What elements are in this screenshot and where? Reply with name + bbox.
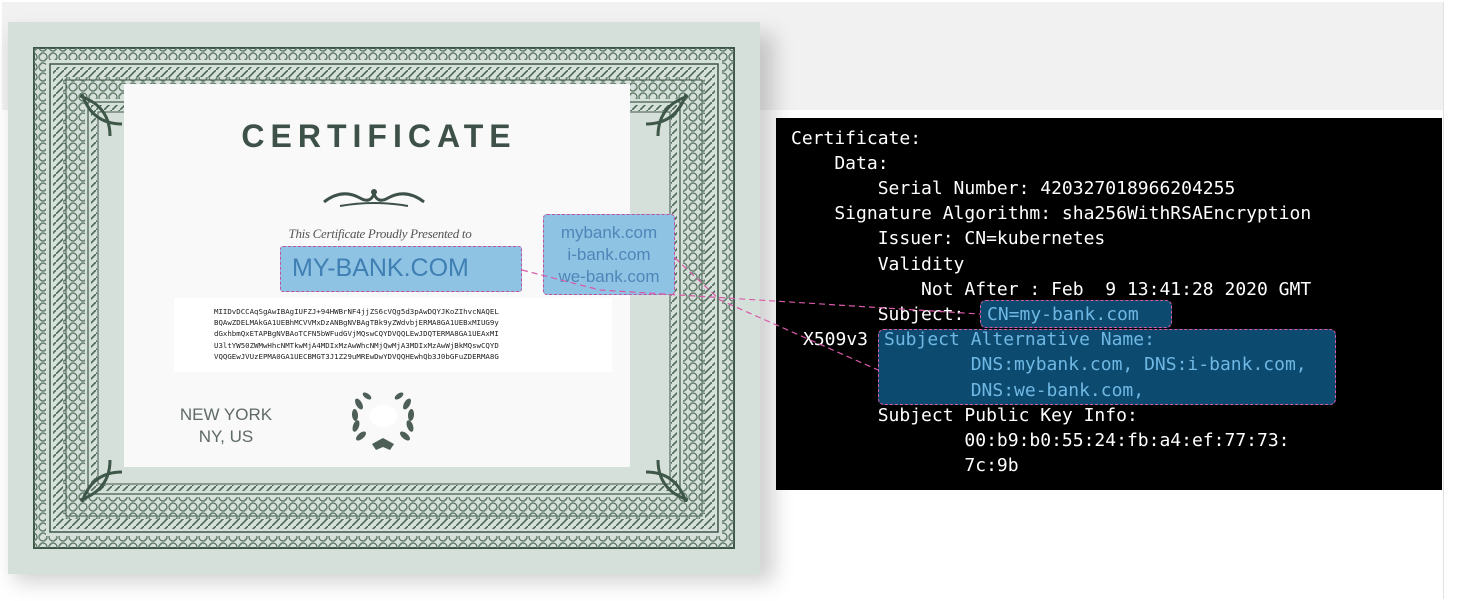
terminal-line: Not After : Feb 9 13:41:28 2020 GMT bbox=[791, 279, 1312, 300]
ornament-divider-icon bbox=[323, 189, 425, 207]
terminal-line: Issuer: CN=kubernetes bbox=[791, 228, 1106, 249]
presented-text: This Certificate Proudly Presented to bbox=[288, 226, 472, 241]
terminal-line: Validity bbox=[791, 254, 965, 275]
x509-label: X509v3 bbox=[803, 329, 869, 350]
key-line: dGxhbmQxETAPBgNVBAoTCFN5bWFudGVjMQswCQYD… bbox=[214, 329, 499, 338]
subject-value: CN=my-bank.com bbox=[987, 304, 1139, 325]
terminal-line: Certificate: bbox=[791, 128, 922, 149]
san-line: DNS:mybank.com, DNS:i-bank.com, bbox=[884, 354, 1307, 375]
terminal-line: 00:b9:b0:55:24:fb:a4:ef:77:73: bbox=[791, 430, 1290, 451]
name-highlight bbox=[280, 246, 522, 292]
subject-highlight bbox=[980, 300, 1172, 328]
key-line: U3ltYW50ZWMwHhcNMTkwMjA4MDIxMzAwWhcNMjQw… bbox=[214, 341, 499, 350]
terminal-line: Subject: bbox=[791, 304, 965, 325]
terminal-line: 7c:9b bbox=[791, 455, 1019, 476]
terminal-line: Data: bbox=[791, 153, 889, 174]
location-block bbox=[174, 398, 278, 454]
location-city: NEW YORK bbox=[179, 405, 273, 424]
key-line: BQAwZDELMAkGA1UEBhMCVVMxDzANBgNVBAgTBk9y… bbox=[214, 318, 499, 327]
terminal-line: Serial Number: 420327018966204255 bbox=[791, 178, 1236, 199]
alt-name: mybank.com bbox=[560, 223, 658, 242]
certificate-name: MY-BANK.COM bbox=[292, 254, 469, 282]
san-line: Subject Alternative Name: bbox=[884, 329, 1155, 350]
san-highlight bbox=[878, 329, 1336, 405]
key-line: MIIDvDCCAqSgAwIBAgIUFZJ+94HWBrNF4jjZS6cV… bbox=[214, 307, 499, 316]
certificate-title: CERTIFICATE bbox=[241, 118, 517, 154]
alt-name: we-bank.com bbox=[558, 267, 660, 286]
key-line: VQQGEwJVUzEPMA0GA1UECBMGT3J1Z29uMREwDwYD… bbox=[214, 352, 499, 361]
laurel-seal-icon bbox=[351, 392, 415, 450]
terminal-line: Subject Public Key Info: bbox=[791, 405, 1138, 426]
location-country: NY, US bbox=[198, 427, 254, 446]
terminal-line: Signature Algorithm: sha256WithRSAEncryp… bbox=[791, 203, 1312, 224]
san-line: DNS:we-bank.com, bbox=[884, 380, 1145, 401]
alt-name: i-bank.com bbox=[567, 245, 651, 264]
